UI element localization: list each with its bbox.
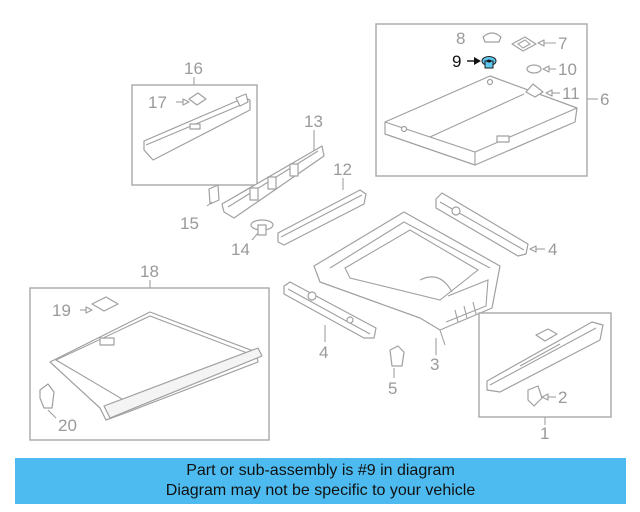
callout-5: 5	[388, 379, 397, 398]
part-16-trim[interactable]	[143, 93, 251, 161]
part-13-rail[interactable]	[221, 140, 325, 219]
part-17[interactable]	[188, 92, 207, 106]
parts-diagram: 1 2 3 4 4 5 6 7 8 9 10 11 12 13 14 15 16…	[29, 23, 612, 443]
part-20[interactable]	[39, 383, 55, 409]
banner-line-2: Diagram may not be specific to your vehi…	[165, 482, 476, 499]
leader-4-right	[529, 245, 545, 253]
callout-17: 17	[148, 93, 167, 112]
part-18-tonneau-cover[interactable]	[49, 311, 263, 421]
leader-17	[176, 98, 190, 106]
info-banner: Part or sub-assembly is #9 in diagram Di…	[15, 458, 626, 504]
group-1-box	[478, 312, 612, 425]
group-18-box	[29, 280, 270, 441]
callout-19: 19	[52, 301, 71, 320]
group-16-box	[131, 77, 258, 186]
callout-6: 6	[600, 90, 609, 109]
callout-2: 2	[558, 388, 567, 407]
callout-7: 7	[558, 34, 567, 53]
callout-3: 3	[430, 355, 439, 374]
group-6-box	[375, 23, 598, 177]
callout-16: 16	[184, 59, 203, 78]
part-14-clip[interactable]	[250, 219, 274, 236]
part-4-left-rail[interactable]	[283, 281, 377, 339]
callout-20: 20	[58, 416, 77, 435]
floor-board	[384, 75, 578, 166]
callout-12: 12	[333, 160, 352, 179]
callout-14: 14	[231, 240, 250, 259]
callout-9: 9	[452, 52, 461, 71]
callout-4-right: 4	[548, 240, 557, 259]
part-12-rail[interactable]	[277, 189, 367, 246]
callout-8: 8	[456, 29, 465, 48]
callout-13: 13	[304, 112, 323, 131]
part-1-scuff-plate[interactable]	[486, 321, 604, 393]
callout-1: 1	[540, 424, 549, 443]
part-19[interactable]	[91, 296, 119, 312]
leader-19	[80, 306, 93, 314]
part-15[interactable]	[208, 184, 220, 205]
part-4-right-rail[interactable]	[435, 192, 529, 257]
callout-15: 15	[180, 214, 199, 233]
leaders-group-6	[467, 39, 560, 97]
banner-line-1: Part or sub-assembly is #9 in diagram	[186, 462, 455, 479]
part-10[interactable]	[526, 64, 542, 74]
callout-4-left: 4	[319, 343, 328, 362]
callout-18: 18	[140, 262, 159, 281]
callout-11: 11	[562, 84, 580, 103]
part-8[interactable]	[482, 32, 502, 43]
part-9[interactable]	[481, 56, 497, 69]
part-3-tub[interactable]	[313, 211, 501, 346]
part-7[interactable]	[511, 36, 537, 52]
leader-2	[541, 393, 556, 401]
part-5[interactable]	[389, 345, 405, 367]
callout-10: 10	[558, 60, 577, 79]
part-2-clip[interactable]	[527, 385, 543, 407]
part-11[interactable]	[525, 83, 544, 98]
